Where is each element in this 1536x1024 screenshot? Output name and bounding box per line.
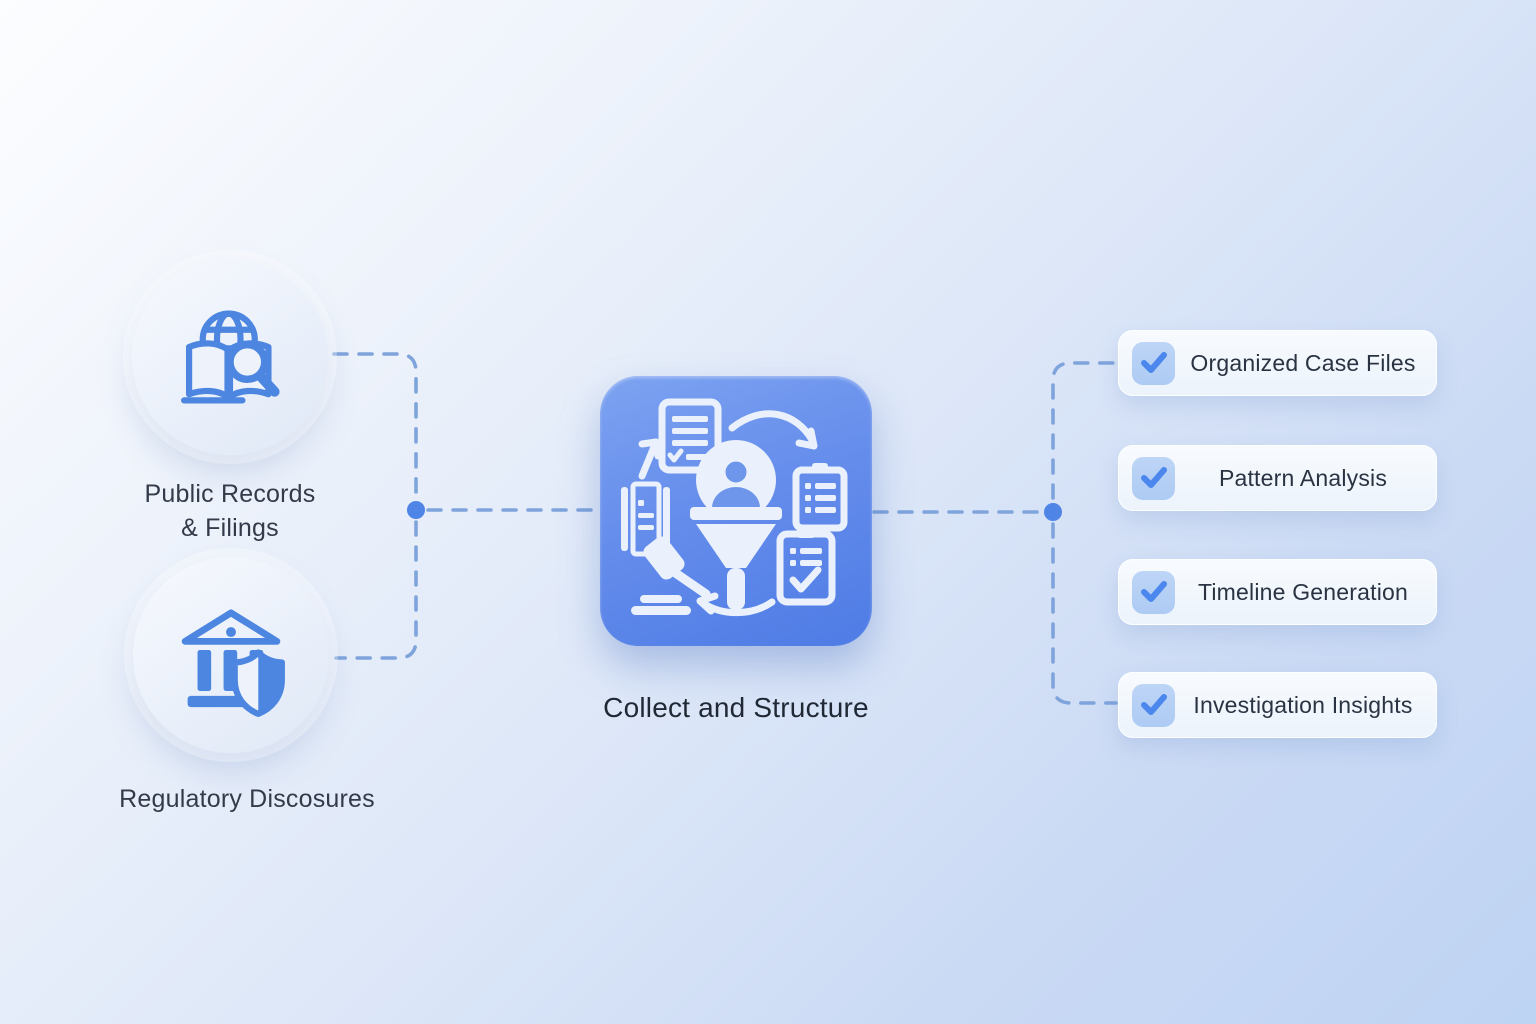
output-label: Timeline Generation — [1197, 578, 1409, 605]
connector-junction2-to-output4 — [1051, 522, 1118, 705]
checkbox-checked-icon[interactable] — [1132, 570, 1175, 614]
checkbox-checked-icon[interactable] — [1132, 683, 1175, 727]
process-tile-collect-structure — [600, 376, 872, 646]
globe-book-search-icon — [181, 310, 280, 404]
connector-junction-to-source2 — [334, 520, 418, 660]
connector-junction2-to-output1 — [1051, 361, 1118, 500]
output-card-timeline-generation[interactable]: Timeline Generation — [1118, 559, 1437, 625]
source-label-regulatory: Regulatory Discosures — [37, 782, 457, 816]
source-node-regulatory — [133, 557, 329, 753]
source-label-public-records: Public Records & Filings — [60, 477, 400, 545]
checkbox-checked-icon[interactable] — [1132, 456, 1175, 500]
source-node-public-records — [132, 259, 328, 455]
process-label: Collect and Structure — [603, 692, 869, 723]
collect-structure-icon — [621, 398, 848, 617]
output-card-investigation-insights[interactable]: Investigation Insights — [1118, 672, 1437, 738]
junction-dot-left — [407, 501, 425, 519]
output-card-organized-case-files[interactable]: Organized Case Files — [1118, 330, 1437, 396]
output-label: Investigation Insights — [1193, 691, 1413, 718]
bank-shield-icon — [181, 609, 285, 717]
output-card-pattern-analysis[interactable]: Pattern Analysis — [1118, 445, 1437, 511]
source-label-line1: Public Records — [144, 480, 316, 508]
source-label-line1: Regulatory Discosures — [119, 785, 375, 813]
source-label-line2: & Filings — [181, 514, 279, 542]
output-label: Organized Case Files — [1190, 349, 1416, 376]
connector-source1-to-junction — [332, 352, 418, 500]
checkbox-checked-icon[interactable] — [1132, 341, 1175, 385]
output-label: Pattern Analysis — [1218, 464, 1388, 491]
junction-dot-right — [1044, 503, 1062, 521]
